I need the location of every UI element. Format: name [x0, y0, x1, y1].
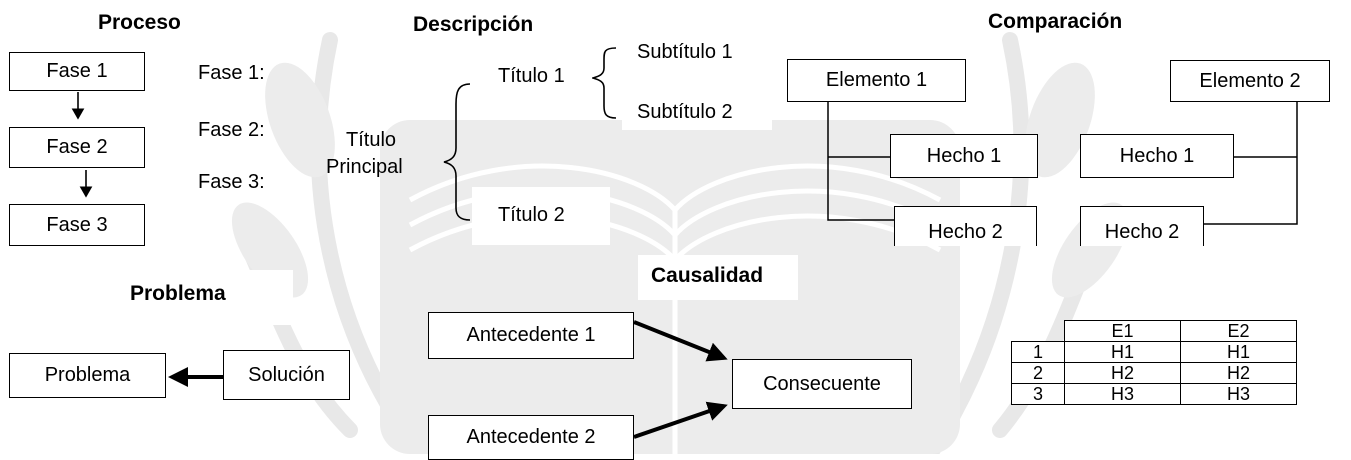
descripcion-subtitle1: Subtítulo 1	[637, 41, 733, 63]
table-header-cell: E1	[1064, 320, 1181, 342]
causalidad-consequent: Consecuente	[732, 359, 912, 409]
table-row: 2 H2 H2	[1011, 362, 1297, 384]
problema-box-problem: Problema	[9, 353, 166, 398]
proceso-label-fase3: Fase 3:	[198, 171, 265, 193]
table-cell: 2	[1011, 362, 1065, 384]
proceso-label-fase2: Fase 2:	[198, 119, 265, 141]
comparacion-heading: Comparación	[988, 10, 1123, 33]
comparacion-right-fact1: Hecho 1	[1080, 134, 1234, 178]
comparacion-right-fact2: Hecho 2	[1080, 206, 1204, 246]
table-cell: H2	[1064, 362, 1181, 384]
descripcion-heading: Descripción	[413, 13, 534, 36]
comparacion-left-fact1: Hecho 1	[890, 134, 1038, 178]
table-cell: 3	[1011, 383, 1065, 405]
causalidad-antecedent1: Antecedente 1	[428, 312, 634, 359]
comparacion-left-fact2: Hecho 2	[894, 206, 1037, 246]
comparacion-element1: Elemento 1	[787, 59, 966, 102]
descripcion-title1: Título 1	[498, 65, 565, 87]
proceso-box-fase3: Fase 3	[9, 204, 145, 246]
descripcion-main-title-line1: Título	[346, 129, 397, 151]
table-cell: H2	[1180, 362, 1297, 384]
table-corner-cell	[1011, 320, 1065, 342]
causalidad-heading: Causalidad	[651, 264, 764, 287]
table-row: 1 H1 H1	[1011, 341, 1297, 363]
comparison-table: E1 E2 1 H1 H1 2 H2 H2 3 H3 H3	[1011, 320, 1297, 405]
descripcion-subtitle2: Subtítulo 2	[637, 101, 733, 123]
table-cell: H3	[1064, 383, 1181, 405]
table-header-cell: E2	[1180, 320, 1297, 342]
proceso-label-fase1: Fase 1:	[198, 62, 265, 84]
table-header-row: E1 E2	[1011, 320, 1297, 342]
proceso-heading: Proceso	[98, 11, 181, 34]
table-row: 3 H3 H3	[1011, 383, 1297, 405]
table-cell: H3	[1180, 383, 1297, 405]
proceso-box-fase2: Fase 2	[9, 127, 145, 168]
table-cell: H1	[1180, 341, 1297, 363]
problema-heading: Problema	[130, 282, 226, 305]
descripcion-title2: Título 2	[498, 204, 565, 226]
table-cell: 1	[1011, 341, 1065, 363]
comparacion-element2: Elemento 2	[1170, 60, 1330, 102]
causalidad-antecedent2: Antecedente 2	[428, 415, 634, 460]
proceso-box-fase1: Fase 1	[9, 52, 145, 91]
problema-box-solution: Solución	[223, 350, 350, 400]
descripcion-main-title-line2: Principal	[326, 156, 403, 178]
table-cell: H1	[1064, 341, 1181, 363]
